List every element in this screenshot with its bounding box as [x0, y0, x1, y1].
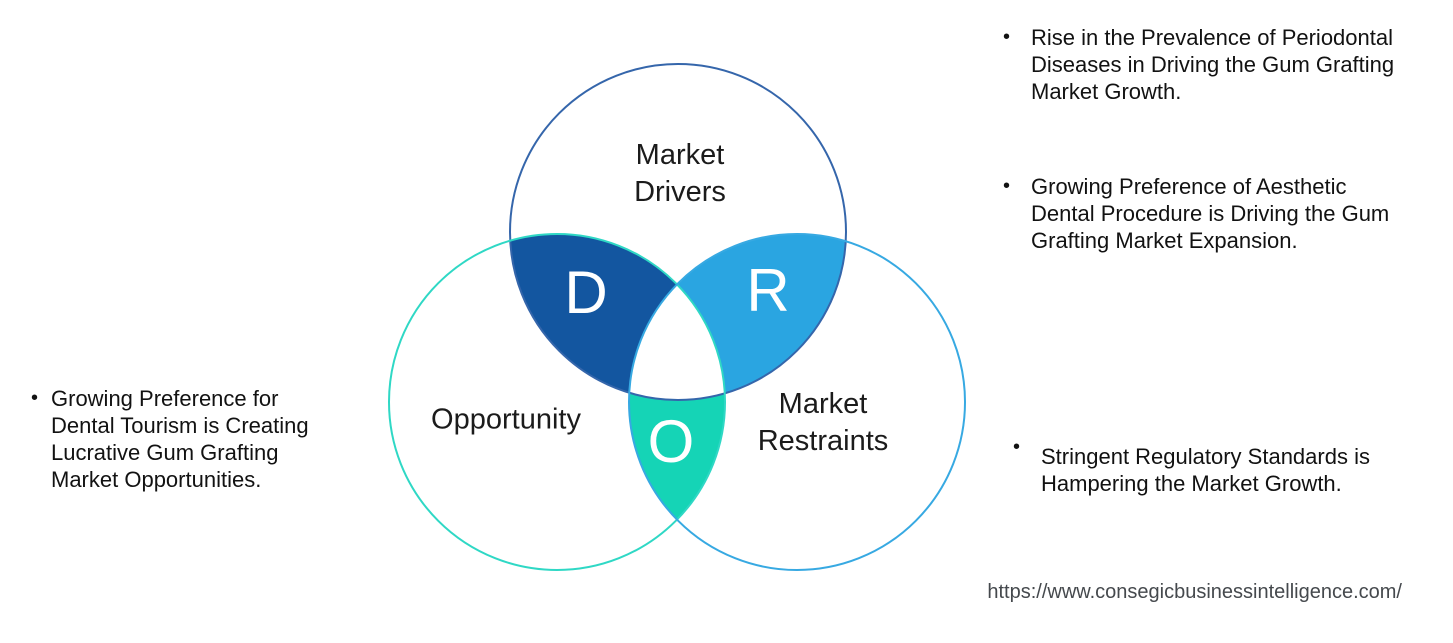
bullet-line: Diseases in Driving the Gum Grafting — [1031, 52, 1395, 77]
letter-o: O — [647, 408, 695, 475]
bullet-right-bottom-text: Stringent Regulatory Standards is Hamper… — [1041, 443, 1370, 497]
restraints-label-line2: Restraints — [757, 425, 889, 457]
restraints-label: Market Restraints — [758, 386, 889, 460]
letter-d: D — [564, 259, 608, 326]
letter-r: R — [746, 257, 790, 324]
bullet-right-top: • Rise in the Prevalence of Periodontal … — [1003, 24, 1394, 105]
opportunity-circle — [388, 233, 726, 571]
bullet-icon: • — [31, 387, 39, 409]
bullet-left: • Growing Preference for Dental Tourism … — [31, 385, 309, 493]
bullet-line: Stringent Regulatory Standards is — [1041, 444, 1370, 469]
bullet-icon: • — [1003, 175, 1011, 197]
bullet-right-bottom: • Stringent Regulatory Standards is Hamp… — [1013, 436, 1370, 497]
bullet-icon: • — [1013, 436, 1021, 458]
restraints-label-line1: Market — [778, 388, 868, 420]
bullet-right-middle-text: Growing Preference of Aesthetic Dental P… — [1031, 173, 1389, 254]
bullet-right-top-text: Rise in the Prevalence of Periodontal Di… — [1031, 24, 1394, 105]
bullet-line: Growing Preference for — [51, 386, 279, 411]
bullet-line: Market Growth. — [1031, 79, 1182, 104]
drivers-restraints-overlap-region — [629, 234, 846, 400]
bullet-left-text: Growing Preference for Dental Tourism is… — [51, 385, 309, 493]
drivers-circle — [509, 63, 847, 401]
bullet-icon: • — [1003, 26, 1011, 48]
bullet-line: Dental Procedure is Driving the Gum — [1031, 201, 1390, 226]
drivers-label-line1: Market — [635, 139, 725, 171]
bullet-right-middle: • Growing Preference of Aesthetic Dental… — [1003, 173, 1389, 254]
drivers-opportunity-overlap-region — [510, 234, 725, 400]
opportunity-label: Opportunity — [431, 403, 581, 436]
bullet-line: Market Opportunities. — [51, 467, 262, 492]
bullet-line: Grafting Market Expansion. — [1031, 228, 1298, 253]
drivers-label: Market Drivers — [634, 137, 726, 211]
drivers-label-line2: Drivers — [634, 176, 726, 208]
bullet-line: Growing Preference of Aesthetic — [1031, 174, 1347, 199]
bullet-line: Rise in the Prevalence of Periodontal — [1031, 25, 1393, 50]
bullet-line: Lucrative Gum Grafting — [51, 440, 279, 465]
website-url: https://www.consegicbusinessintelligence… — [987, 581, 1402, 603]
restraints-circle — [628, 233, 966, 571]
bullet-line: Hampering the Market Growth. — [1041, 471, 1342, 496]
bullet-line: Dental Tourism is Creating — [51, 413, 309, 438]
